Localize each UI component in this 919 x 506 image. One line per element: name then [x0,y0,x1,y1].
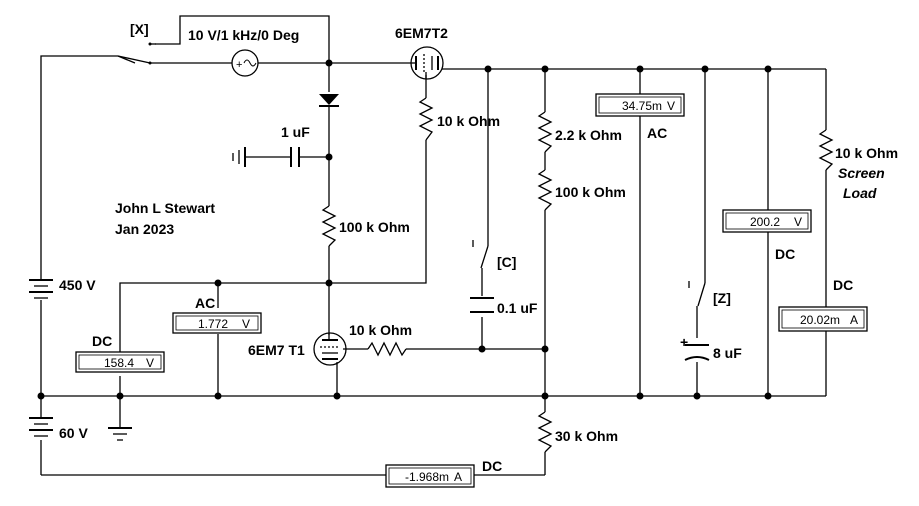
capacitor-8uf-symbol [684,344,710,361]
meter-unit: V [794,215,802,229]
ac-source-symbol: + [231,49,259,77]
source-label: 10 V/1 kHz/0 Deg [188,27,299,43]
resistor-100k-t1-label: 100 k Ohm [339,219,410,235]
resistor-10k-grid [367,341,407,357]
component-labels: [X] 10 V/1 kHz/0 Deg 6EM7T2 1 uF 10 k Oh… [59,21,898,444]
meter-mode-label: DC [775,246,795,262]
resistor-screen [818,129,834,171]
meter-value: 34.75m [622,99,662,113]
switch-c-label: [C] [497,254,516,270]
resistor-screen-label: 10 k Ohm [835,145,898,161]
meter-mode-label: DC [833,277,853,293]
battery-60v-symbol [29,417,53,437]
wires [40,15,827,476]
meter-value: 1.772 [198,317,228,331]
meter-value: -1.968m [405,470,449,484]
battery-60v-label: 60 V [59,425,88,441]
capacitor-0-1uf-symbol [470,297,494,313]
tube-t2-symbol [410,46,444,80]
meter-dc-20: 20.02m A DC [778,277,868,332]
cap-0-1uf-label: 0.1 uF [497,300,538,316]
svg-text:+: + [236,59,242,71]
tube-t1-label: 6EM7 T1 [248,342,305,358]
meter-unit: V [667,99,675,113]
switch-z-label: [Z] [713,290,731,306]
switch-z-symbol [688,281,706,307]
meter-dc-1968: -1.968m A DC [385,458,502,488]
meter-mode-label: AC [195,295,215,311]
meter-dc-200: 200.2 V DC [722,209,812,262]
resistor-2k2-label: 2.2 k Ohm [555,127,622,143]
resistor-10k-grid-label: 10 k Ohm [349,322,412,338]
meter-unit: A [454,470,462,484]
meter-value: 200.2 [750,215,780,229]
meter-value: 158.4 [104,356,134,370]
capacitor-1uf-symbol [290,147,300,167]
cap-8uf-plus: + [680,334,688,350]
meter-dc-158: 158.4 V DC [75,333,165,373]
meter-unit: V [146,356,154,370]
resistor-30k-label: 30 k Ohm [555,428,618,444]
ground-bottom-symbol [108,427,132,441]
battery-450v-symbol [29,279,53,299]
tube-t2-label: 6EM7T2 [395,25,448,41]
meter-unit: V [242,317,250,331]
battery-450v-label: 450 V [59,277,96,293]
ground-left-symbol [232,147,246,167]
cap-8uf-label: 8 uF [713,345,742,361]
tube-t1-symbol [313,332,347,366]
meter-value: 20.02m [800,313,840,327]
screen-label-line2: Load [843,185,877,201]
resistor-100k [537,169,553,211]
resistor-30k [537,411,553,453]
switch-x-label: [X] [130,21,149,37]
resistor-2k2 [537,111,553,153]
junction-dots [37,59,772,400]
meter-mode-label: DC [92,333,112,349]
cap-1uf-label: 1 uF [281,124,310,140]
meter-mode-label: AC [647,125,667,141]
meter-unit: A [850,313,858,327]
resistor-100k-t1 [321,205,337,247]
resistor-10k-t2 [418,97,434,141]
resistor-10k-t2-label: 10 k Ohm [437,113,500,129]
switch-c-symbol [472,240,489,269]
meter-ac-34: 34.75m V AC [595,93,685,141]
author-label: John L Stewart [115,200,215,216]
screen-label-line1: Screen [838,165,885,181]
switch-x-symbol [117,42,152,65]
resistor-100k-label: 100 k Ohm [555,184,626,200]
diode-symbol [319,94,339,107]
meter-ac-1772: 1.772 V AC [172,295,262,334]
meter-mode-label: DC [482,458,502,474]
date-label: Jan 2023 [115,221,174,237]
